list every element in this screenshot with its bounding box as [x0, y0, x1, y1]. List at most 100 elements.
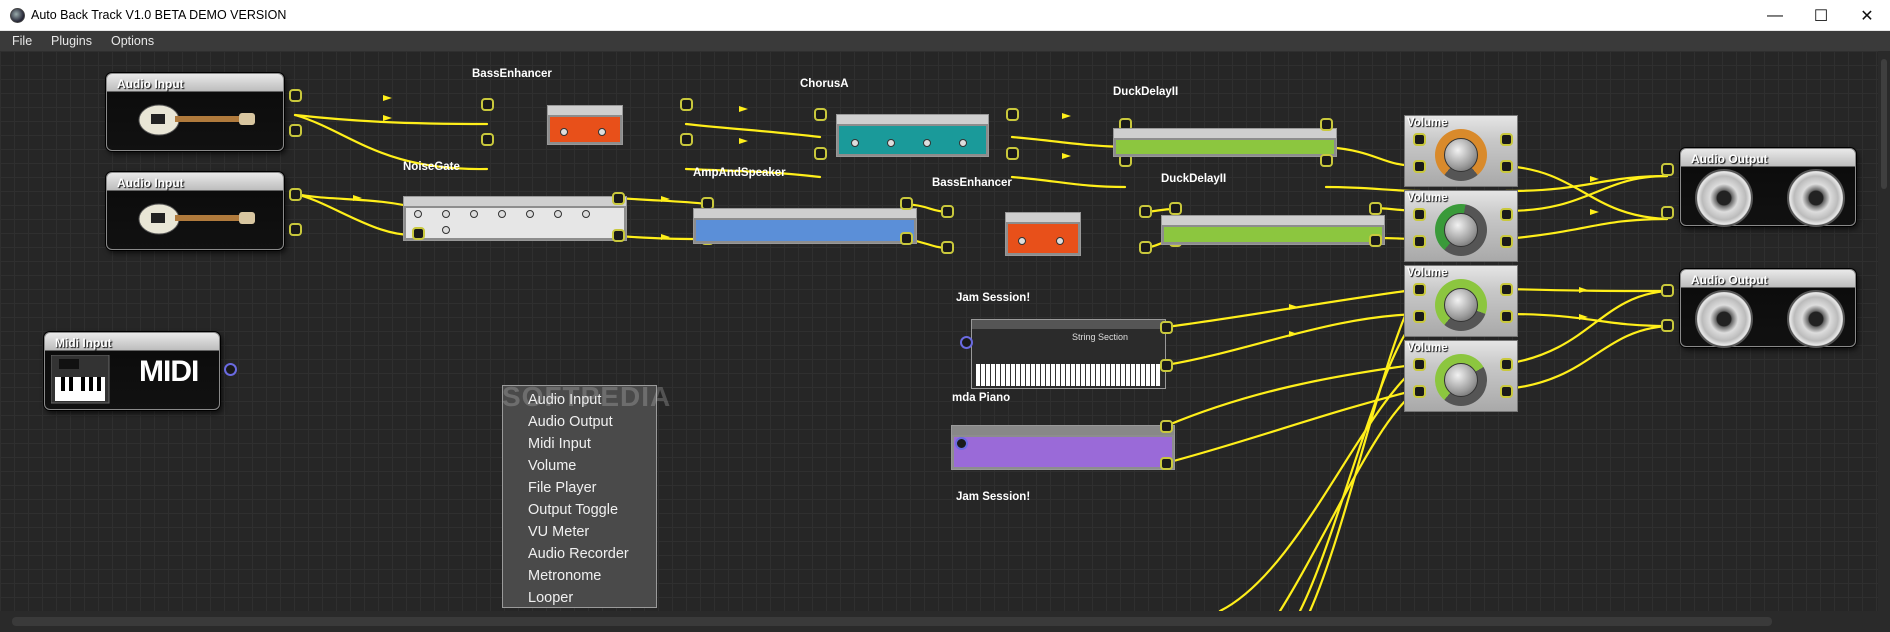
plugin-output-port[interactable] — [1139, 205, 1152, 218]
menu-item-looper[interactable]: Looper — [528, 590, 574, 606]
volume-output-port[interactable] — [1500, 358, 1513, 371]
bass-enhancer-plugin-1[interactable] — [547, 105, 623, 145]
audio-output-module-1[interactable]: Audio Output — [1680, 148, 1856, 227]
audio-input-port[interactable] — [1661, 206, 1674, 219]
plugin-input-port[interactable] — [481, 133, 494, 146]
volume-module-1[interactable]: Volume — [1404, 115, 1518, 187]
plugin-output-port[interactable] — [1320, 154, 1333, 167]
plugin-output-port[interactable] — [1160, 420, 1173, 433]
wire[interactable] — [1218, 362, 1422, 613]
volume-input-port[interactable] — [1413, 235, 1426, 248]
audio-output-port[interactable] — [289, 223, 302, 236]
midi-input-port[interactable] — [955, 437, 968, 450]
wire[interactable] — [1164, 387, 1422, 465]
plugin-output-port[interactable] — [1369, 202, 1382, 215]
horizontal-scrollbar[interactable] — [0, 611, 1878, 632]
plugin-input-port[interactable] — [941, 241, 954, 254]
menu-item-metronome[interactable]: Metronome — [528, 568, 602, 584]
patch-canvas[interactable]: Audio Input Audio Input Midi Input — [0, 51, 1890, 632]
wire[interactable] — [1504, 312, 1669, 328]
wire[interactable] — [1504, 164, 1669, 221]
menu-file[interactable]: File — [12, 34, 33, 48]
volume-output-port[interactable] — [1500, 310, 1513, 323]
plugin-output-port[interactable] — [680, 133, 693, 146]
menu-item-audio-recorder[interactable]: Audio Recorder — [528, 546, 629, 562]
plugin-input-port[interactable] — [481, 98, 494, 111]
volume-module-4[interactable]: Volume — [1404, 340, 1518, 412]
volume-knob[interactable] — [1435, 129, 1487, 181]
wire[interactable] — [684, 122, 822, 139]
plugin-output-port[interactable] — [1160, 359, 1173, 372]
wire[interactable] — [1010, 175, 1127, 189]
plugin-output-port[interactable] — [612, 192, 625, 205]
wire[interactable] — [1504, 289, 1669, 366]
menu-item-audio-input[interactable]: Audio Input — [528, 392, 602, 408]
menu-item-vu-meter[interactable]: VU Meter — [528, 524, 590, 540]
audio-input-module-2[interactable]: Audio Input — [106, 172, 284, 250]
duck-delay-plugin-2[interactable] — [1161, 215, 1385, 245]
volume-output-port[interactable] — [1500, 283, 1513, 296]
chorus-a-plugin[interactable] — [836, 114, 989, 157]
volume-input-port[interactable] — [1413, 385, 1426, 398]
volume-input-port[interactable] — [1413, 208, 1426, 221]
plugin-output-port[interactable] — [1160, 457, 1173, 470]
audio-input-module-1[interactable]: Audio Input — [106, 73, 284, 151]
volume-input-port[interactable] — [1413, 283, 1426, 296]
wire[interactable] — [293, 113, 489, 171]
volume-input-port[interactable] — [1413, 133, 1426, 146]
plugin-output-port[interactable] — [1160, 321, 1173, 334]
plugin-output-port[interactable] — [680, 98, 693, 111]
wire[interactable] — [1504, 324, 1669, 391]
plugin-input-port[interactable] — [412, 227, 425, 240]
volume-module-2[interactable]: Volume — [1404, 190, 1518, 262]
minimize-button[interactable]: — — [1767, 6, 1783, 24]
volume-knob[interactable] — [1435, 354, 1487, 406]
menu-item-volume[interactable]: Volume — [528, 458, 577, 474]
plugin-output-port[interactable] — [1369, 234, 1382, 247]
volume-output-port[interactable] — [1500, 133, 1513, 146]
menu-item-audio-output[interactable]: Audio Output — [528, 414, 613, 430]
audio-output-port[interactable] — [289, 124, 302, 137]
menu-item-midi-input[interactable]: Midi Input — [528, 436, 591, 452]
scrollbar-thumb[interactable] — [1881, 59, 1887, 189]
maximize-button[interactable]: ☐ — [1813, 7, 1829, 25]
plugin-input-port[interactable] — [814, 147, 827, 160]
menu-plugins[interactable]: Plugins — [51, 34, 92, 48]
midi-input-module[interactable]: Midi Input MIDI — [44, 332, 220, 410]
audio-output-port[interactable] — [289, 188, 302, 201]
plugin-output-port[interactable] — [900, 232, 913, 245]
volume-module-3[interactable]: Volume — [1404, 265, 1518, 337]
plugin-output-port[interactable] — [900, 197, 913, 210]
plugin-output-port[interactable] — [1320, 118, 1333, 131]
mda-piano-plugin[interactable] — [951, 425, 1175, 470]
wire[interactable] — [1504, 174, 1669, 213]
plugin-input-port[interactable] — [1169, 202, 1182, 215]
audio-output-module-2[interactable]: Audio Output — [1680, 269, 1856, 348]
volume-output-port[interactable] — [1500, 235, 1513, 248]
volume-input-port[interactable] — [1413, 358, 1426, 371]
vertical-scrollbar[interactable] — [1878, 51, 1890, 632]
plugin-output-port[interactable] — [1006, 147, 1019, 160]
volume-input-port[interactable] — [1413, 310, 1426, 323]
plugin-input-port[interactable] — [941, 205, 954, 218]
wire[interactable] — [616, 196, 709, 206]
wire[interactable] — [1504, 217, 1669, 241]
wire[interactable] — [1164, 362, 1422, 428]
amp-and-speaker-plugin[interactable] — [693, 208, 917, 244]
menu-options[interactable]: Options — [111, 34, 155, 48]
volume-knob[interactable] — [1435, 279, 1487, 331]
plugin-output-port[interactable] — [1139, 241, 1152, 254]
noise-gate-plugin[interactable] — [403, 196, 627, 241]
audio-input-port[interactable] — [1661, 284, 1674, 297]
plugin-output-port[interactable] — [612, 229, 625, 242]
audio-input-port[interactable] — [1661, 163, 1674, 176]
close-button[interactable]: ✕ — [1860, 7, 1874, 25]
audio-input-port[interactable] — [1661, 319, 1674, 332]
duck-delay-plugin-1[interactable] — [1113, 128, 1337, 157]
plugin-input-port[interactable] — [814, 108, 827, 121]
volume-output-port[interactable] — [1500, 208, 1513, 221]
volume-output-port[interactable] — [1500, 160, 1513, 173]
plugin-output-port[interactable] — [1006, 108, 1019, 121]
midi-output-port[interactable] — [224, 363, 237, 376]
wire[interactable] — [1010, 135, 1127, 149]
